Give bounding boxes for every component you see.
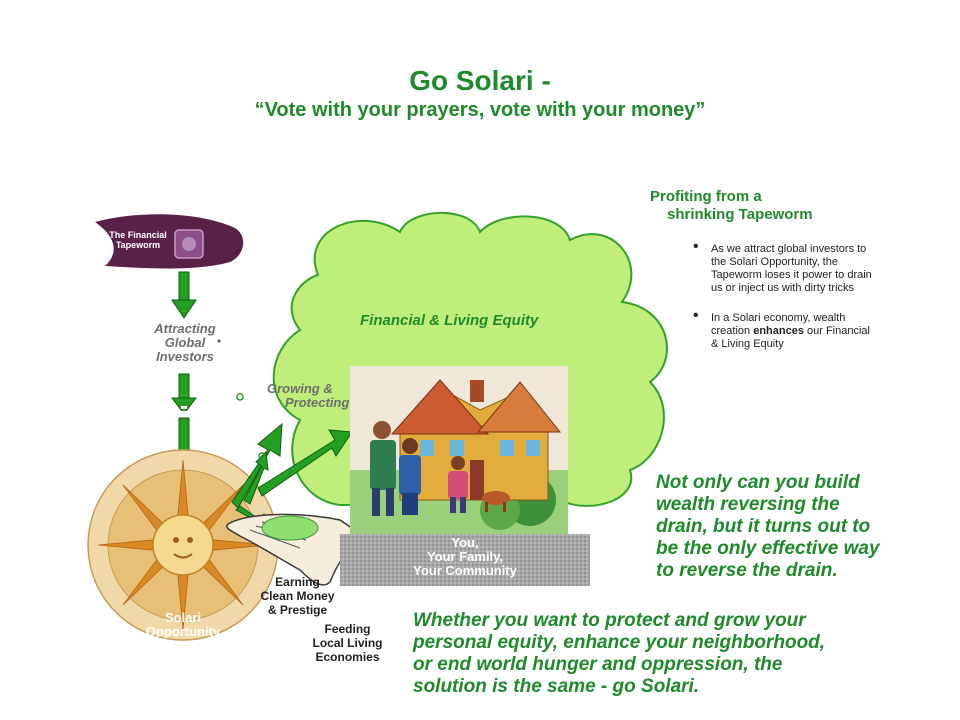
page-subtitle: “Vote with your prayers, vote with your …: [254, 99, 706, 121]
callout-reverse-drain: Not only can you build wealth reversing …: [656, 472, 880, 581]
bullet-dot-2: •: [693, 307, 699, 324]
profiting-title: Profiting from a shrinking Tapeworm: [650, 188, 813, 223]
community-box: [340, 534, 590, 586]
hand-with-money: [226, 513, 364, 586]
growth-arrows: [231, 422, 353, 533]
tapeworm-graphic: [95, 214, 244, 269]
community-label: You, Your Family, Your Community: [413, 535, 517, 578]
solari-label: Solari Opportunity: [145, 610, 221, 639]
tapeworm-label: The Financial Tapeworm: [109, 230, 167, 250]
attracting-label: Attracting Global Investors: [154, 321, 216, 364]
page-title: Go Solari -: [409, 65, 551, 96]
solari-sun: [87, 449, 279, 641]
profiting-bullet-1: As we attract global investors to the So…: [711, 243, 872, 294]
bullet-dot-1: •: [693, 238, 699, 255]
feeding-label: Feeding Local Living Economies: [312, 622, 383, 664]
growing-label: Growing & Protecting: [267, 381, 350, 410]
down-arrow-top: [171, 271, 197, 319]
profiting-bullet-2: In a Solari economy, wealth creation enh…: [711, 312, 870, 350]
family-picture: [350, 366, 568, 534]
cloud-title: Financial & Living Equity: [360, 312, 539, 329]
earning-label: Earning Clean Money & Prestige: [260, 575, 335, 617]
callout-go-solari: Whether you want to protect and grow you…: [413, 610, 826, 697]
